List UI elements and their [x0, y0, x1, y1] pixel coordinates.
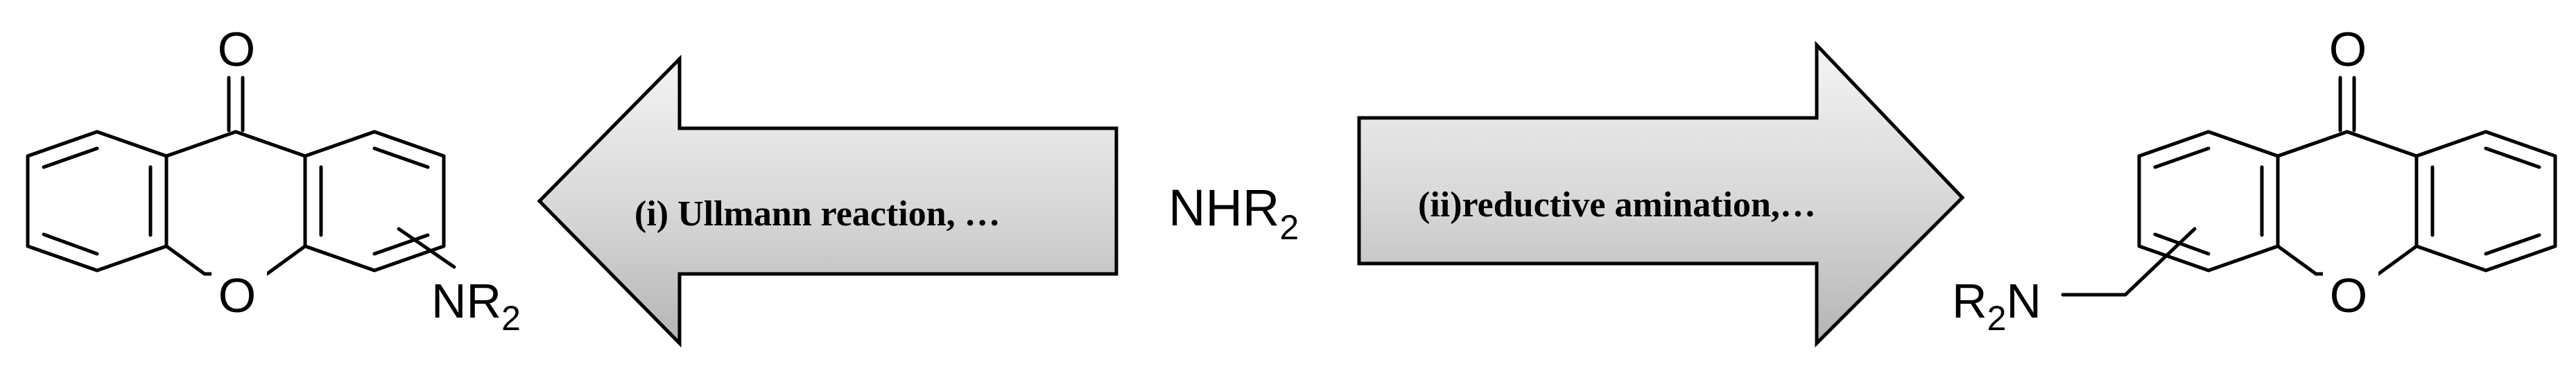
- right-arrow-label: (ii)reductive amination,…: [1418, 185, 1816, 225]
- left-arrow-label: (i) Ullmann reaction, …: [634, 194, 1001, 234]
- left-ring-a-double-1: [42, 146, 99, 169]
- left-xanthone-structure: O O NR2: [26, 21, 539, 338]
- right-amine-subscript: 2: [1987, 299, 2007, 338]
- left-ring-a-double-2: [42, 232, 99, 256]
- right-ring-a-double-2: [2153, 232, 2211, 256]
- right-reaction-arrow: (ii)reductive amination,…: [1357, 40, 1965, 348]
- right-amine-r: R: [1952, 274, 1987, 328]
- right-amine-substituent: R2N: [1952, 274, 2041, 338]
- amine-reagent: NHR2: [1168, 179, 1299, 247]
- left-benzene-ring-b: [303, 130, 446, 273]
- right-benzene-ring-a: [2137, 130, 2280, 273]
- right-ring-a-double-1: [2153, 146, 2211, 169]
- right-benzene-ring-b: [2414, 130, 2557, 273]
- left-ring-oxygen: O: [218, 268, 256, 322]
- left-carbonyl-halo: [214, 21, 259, 75]
- right-ring-oxygen-halo: [2323, 267, 2378, 322]
- left-benzene-ring-a: [26, 130, 168, 273]
- right-ring-b-double-2: [2484, 233, 2541, 256]
- right-amine-n: N: [2006, 274, 2041, 328]
- right-central-ring: [2276, 130, 2419, 276]
- right-carbonyl-halo: [2325, 21, 2371, 75]
- right-xanthone-structure: O O R2N: [1952, 21, 2557, 338]
- right-ring-oxygen: O: [2330, 268, 2367, 322]
- amine-reagent-main: NHR: [1168, 179, 1279, 236]
- right-substituent-bond: [2123, 227, 2197, 297]
- right-arrow-shape: [1357, 40, 1965, 348]
- left-central-ring: [164, 130, 307, 276]
- left-ring-b-double-2: [372, 233, 430, 256]
- right-ring-b-double-1: [2484, 146, 2541, 169]
- left-arrow-shape: [537, 54, 1118, 348]
- left-substituent-halo: [429, 272, 539, 329]
- left-substituent-bond: [397, 227, 456, 269]
- left-amine-substituent: NR2: [431, 274, 521, 338]
- left-ring-oxygen-halo: [211, 267, 267, 322]
- left-amine-subscript: 2: [501, 299, 521, 338]
- right-carbonyl-oxygen: O: [2329, 22, 2367, 76]
- left-reaction-arrow: (i) Ullmann reaction, …: [537, 54, 1118, 348]
- left-ring-b-double-1: [372, 146, 430, 169]
- left-carbonyl-oxygen: O: [218, 22, 255, 76]
- left-amine-main: NR: [431, 274, 501, 328]
- amine-reagent-subscript: 2: [1279, 208, 1299, 247]
